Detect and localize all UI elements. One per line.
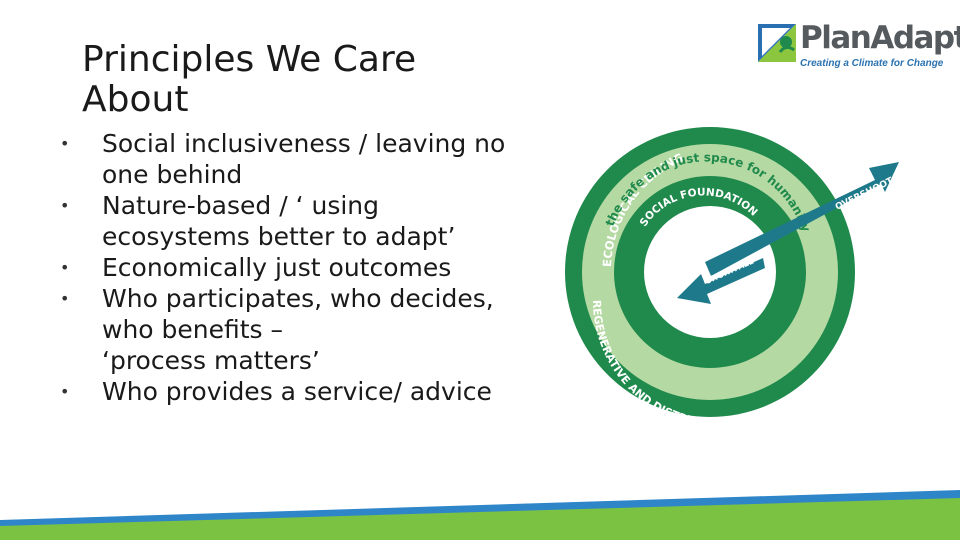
logo-tagline: Creating a Climate for Change (800, 58, 944, 69)
footer-stripes (0, 490, 960, 540)
footer-blue-stripe (0, 490, 960, 528)
overshoot-label: OVERSHOOT (834, 176, 896, 213)
doughnut-economics-diagram: ECOLOGICAL CEILING the safe and just spa… (565, 127, 899, 430)
logo-mark-icon (758, 24, 796, 62)
footer-green-stripe (0, 498, 960, 540)
bullet-item: Economically just outcomes (60, 252, 510, 283)
logo-name: PlanAdapt (800, 20, 960, 56)
planadapt-logo: PlanAdapt Creating a Climate for Change (756, 20, 960, 72)
bullet-item: Who participates, who decides, who benef… (60, 283, 510, 376)
bullet-item: Who provides a service/ advice (60, 376, 510, 407)
overshoot-arrow (705, 162, 899, 276)
bullet-item: Social inclusiveness / leaving no one be… (60, 128, 510, 190)
slide-title: Principles We Care About (82, 39, 417, 120)
bullet-item: Nature-based / ‘ using ecosystems better… (60, 190, 510, 252)
shortfall-arrow (677, 258, 765, 304)
principles-list: Social inclusiveness / leaving no one be… (60, 128, 510, 407)
